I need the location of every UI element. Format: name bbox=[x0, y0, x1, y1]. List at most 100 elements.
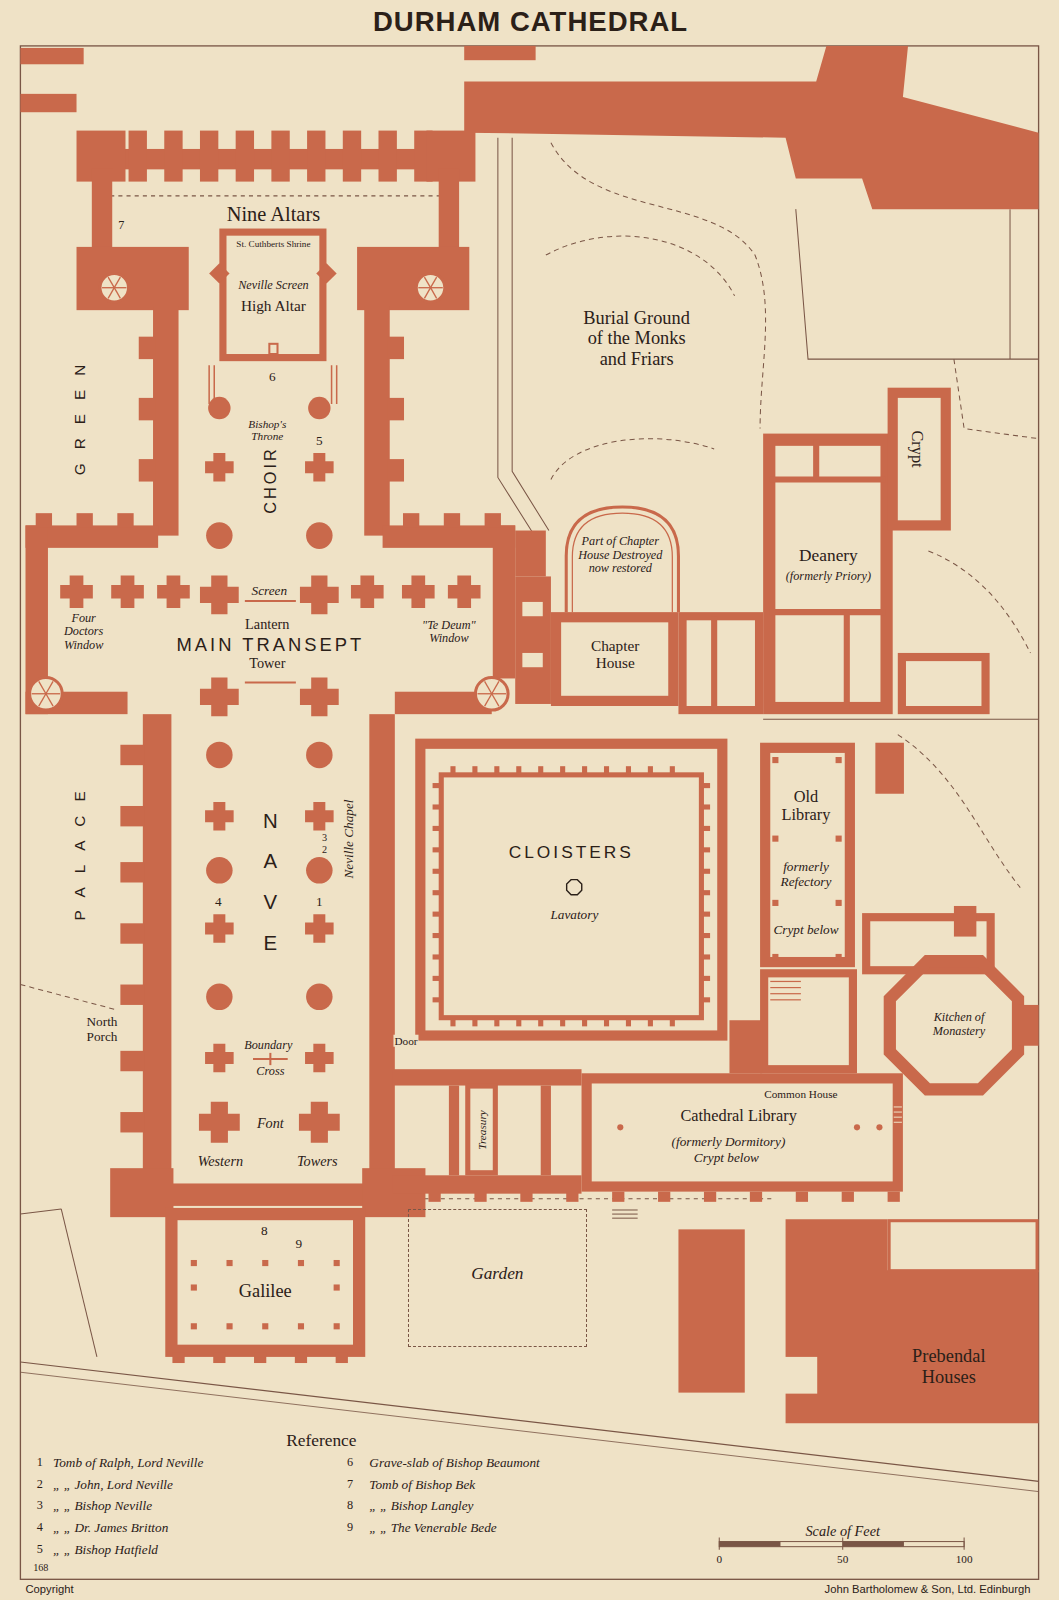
stair-step bbox=[492, 694, 499, 706]
chapter-house-wall bbox=[556, 617, 673, 701]
property-line bbox=[763, 719, 1038, 720]
arcade-pier bbox=[560, 1018, 565, 1026]
arcade-pier bbox=[516, 766, 521, 774]
steps bbox=[770, 987, 801, 988]
buttress bbox=[444, 513, 460, 527]
region-label: Lavatory bbox=[550, 907, 598, 923]
arcade-pier bbox=[433, 804, 441, 809]
region-label: CLOISTERS bbox=[509, 841, 634, 862]
map-label: Tomb of Ralph, Lord Neville bbox=[53, 1456, 203, 1471]
transept-wall bbox=[493, 525, 515, 678]
map-label: Treasury bbox=[475, 1111, 488, 1150]
arcade-pier bbox=[604, 766, 609, 774]
steps bbox=[894, 1106, 902, 1107]
map-label: Screen bbox=[252, 583, 288, 598]
buttress bbox=[117, 513, 133, 527]
kitchen-wall bbox=[890, 961, 1018, 1089]
arcade-pier bbox=[670, 766, 675, 774]
arcade-pier bbox=[450, 766, 455, 774]
buttress bbox=[485, 513, 501, 527]
galilee-pier bbox=[262, 1323, 268, 1329]
map-label: Reference bbox=[286, 1431, 356, 1450]
buttress bbox=[213, 1353, 225, 1363]
callout-number: 4 bbox=[215, 894, 222, 909]
cloister-garth-wall bbox=[441, 775, 701, 1018]
outbuilding bbox=[464, 46, 535, 60]
map-label: Deanery bbox=[799, 546, 858, 565]
outbuilding bbox=[20, 94, 76, 112]
arcade-pier bbox=[702, 912, 710, 917]
map-label: Copyright bbox=[26, 1582, 74, 1595]
range-wall bbox=[541, 1086, 551, 1176]
map-label: PALACE bbox=[71, 777, 88, 920]
galilee-pier bbox=[191, 1260, 197, 1266]
region-label: Garden bbox=[471, 1264, 523, 1284]
stair-step bbox=[492, 693, 506, 694]
callout-number: 3 bbox=[37, 1500, 43, 1514]
galilee-chapel: Galilee bbox=[178, 1220, 353, 1344]
crypt-pier bbox=[836, 836, 842, 842]
arcade-pier bbox=[702, 847, 710, 852]
galilee-pier bbox=[334, 1323, 340, 1329]
galilee-pier bbox=[191, 1284, 197, 1290]
buttress bbox=[120, 985, 144, 1005]
steps bbox=[894, 1122, 902, 1123]
steps bbox=[612, 1214, 638, 1215]
buttress bbox=[120, 1112, 144, 1132]
scale-bar bbox=[719, 1542, 964, 1547]
callout-number: 8 bbox=[261, 1224, 268, 1239]
map-label: „ „ Dr. James Britton bbox=[53, 1521, 168, 1536]
kitchen-projection bbox=[1018, 1005, 1038, 1046]
buttress bbox=[842, 1192, 854, 1202]
partition bbox=[844, 612, 850, 708]
steps bbox=[894, 1112, 902, 1113]
buttress bbox=[120, 1051, 144, 1071]
buttress bbox=[164, 131, 182, 182]
callout-number: 50 bbox=[837, 1553, 848, 1566]
arcade-pier bbox=[702, 826, 710, 831]
partition bbox=[813, 440, 819, 480]
buttress bbox=[120, 806, 144, 826]
octagon-outline bbox=[564, 877, 584, 897]
partition bbox=[769, 476, 885, 482]
map-label: Neville Screen bbox=[238, 279, 309, 293]
buttress bbox=[612, 1192, 624, 1202]
buttress bbox=[750, 1192, 762, 1202]
map-label: Door bbox=[394, 1034, 419, 1047]
galilee-pier bbox=[226, 1323, 232, 1329]
dashed-path bbox=[551, 439, 714, 480]
college-buildings bbox=[464, 46, 1038, 209]
burial-boundary bbox=[498, 138, 533, 533]
round-pier bbox=[206, 857, 233, 884]
map-label: formerly Refectory bbox=[775, 861, 836, 891]
map-label: „ „ Bishop Hatfield bbox=[53, 1543, 158, 1558]
steps bbox=[612, 1209, 638, 1210]
dashed-path bbox=[102, 195, 449, 196]
cross-pier bbox=[205, 914, 234, 943]
aisle-wall bbox=[153, 306, 179, 536]
callout-number: 7 bbox=[118, 220, 124, 234]
arcade-pier bbox=[702, 783, 710, 788]
cloister-wall bbox=[420, 744, 722, 1036]
crypt-wall bbox=[893, 393, 946, 526]
cross-pier bbox=[351, 575, 384, 608]
partition bbox=[711, 616, 717, 710]
crypt-pier bbox=[772, 757, 778, 763]
arcade-pier bbox=[433, 783, 441, 788]
buttress bbox=[36, 513, 52, 527]
buttress bbox=[520, 1192, 532, 1202]
nave-wall bbox=[143, 714, 172, 1183]
stair-step bbox=[114, 288, 120, 299]
map-label: Burial Ground of the Monks and Friars bbox=[575, 308, 697, 370]
map-label: CHOIR bbox=[261, 446, 279, 514]
stair-step bbox=[485, 681, 492, 693]
map-label: St. Cuthberts Shrine bbox=[236, 239, 310, 249]
map-label: Prebendal Houses bbox=[893, 1347, 1005, 1388]
arcade-pier bbox=[702, 933, 710, 938]
cross-pier bbox=[60, 575, 93, 608]
arcade-pier bbox=[626, 1018, 631, 1026]
buttress bbox=[254, 1353, 266, 1363]
west-tower bbox=[110, 1168, 173, 1217]
